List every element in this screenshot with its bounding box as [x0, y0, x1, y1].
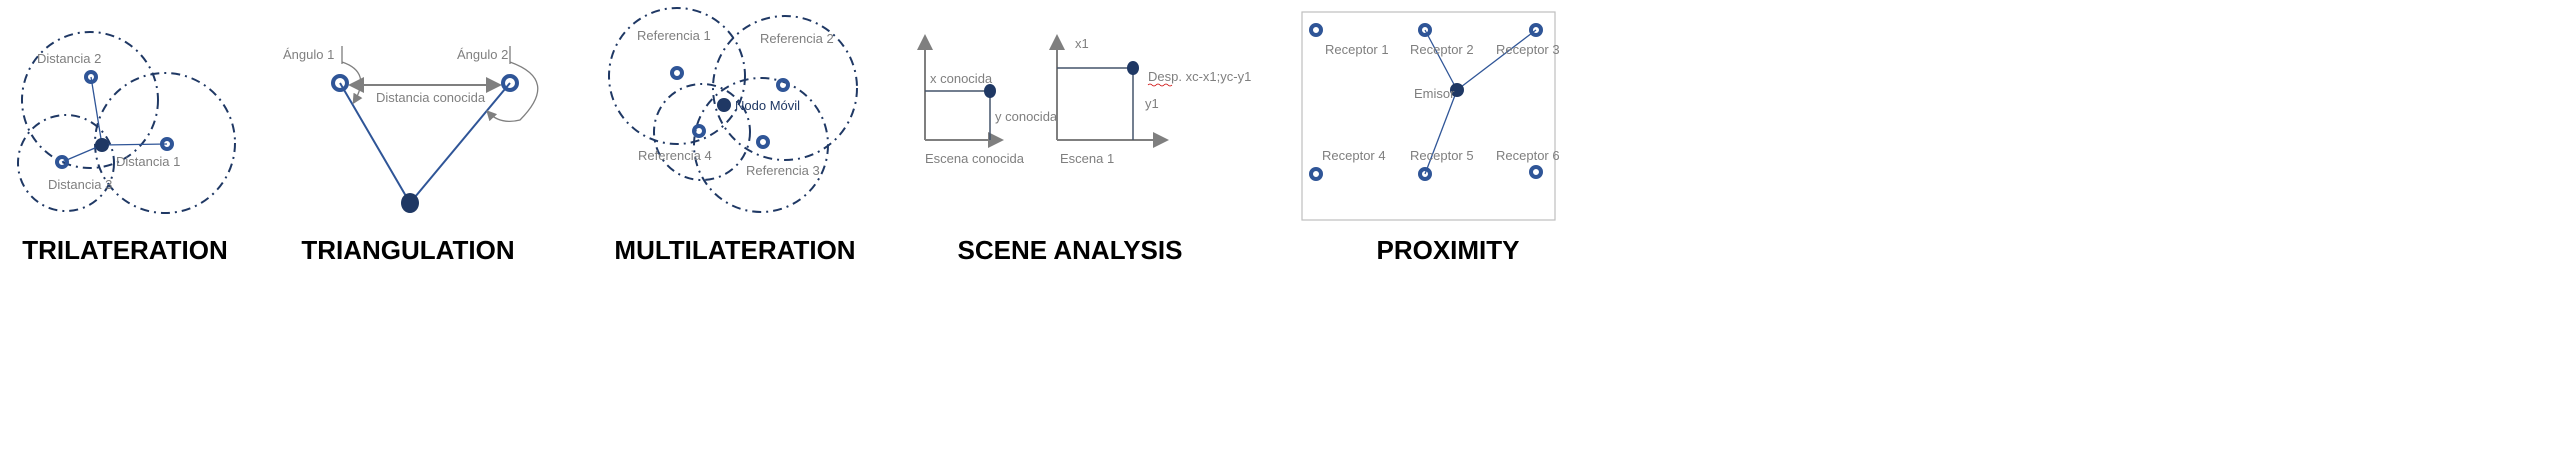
receptor-node-3: [1529, 23, 1543, 37]
trilateration-title: TRILATERATION: [22, 235, 228, 265]
reference-node-2: [501, 74, 519, 92]
angle-2-label: Ángulo 2: [457, 47, 508, 62]
range-circle-2: [21, 31, 159, 169]
scene-1-label: Escena 1: [1060, 151, 1114, 166]
emitter-node: [1450, 83, 1464, 97]
range-circle-1: [608, 7, 746, 145]
reference-node-2: [776, 78, 790, 92]
known-x-label: x conocida: [930, 71, 993, 86]
reference-1-label: Referencia 1: [637, 28, 711, 43]
reference-4-label: Referencia 4: [638, 148, 712, 163]
receptor-node-6: [1529, 165, 1543, 179]
receptor-4-label: Receptor 4: [1322, 148, 1386, 163]
range-circle-1: [94, 72, 236, 214]
receptor-node-5: [1418, 167, 1432, 181]
mobile-node: [401, 193, 419, 213]
reference-node-1: [160, 137, 174, 151]
receptor-6-label: Receptor 6: [1496, 148, 1560, 163]
range-circle-3: [693, 77, 829, 213]
reference-node-1: [670, 66, 684, 80]
receptor-node-2: [1418, 23, 1432, 37]
reference-node-2: [84, 70, 98, 84]
reference-2-label: Referencia 2: [760, 31, 834, 46]
known-scene-label: Escena conocida: [925, 151, 1025, 166]
distance-2-label: Distancia 2: [37, 51, 101, 66]
x1-label: x1: [1075, 36, 1089, 51]
proximity-title: PROXIMITY: [1376, 235, 1519, 265]
angle-2-arc: [486, 61, 539, 123]
receptor-2-label: Receptor 2: [1410, 42, 1474, 57]
reference-node-3: [55, 155, 69, 169]
receptor-3-label: Receptor 3: [1496, 42, 1560, 57]
reference-node-4: [692, 124, 706, 138]
y1-label: y1: [1145, 96, 1159, 111]
reference-node-3: [756, 135, 770, 149]
current-position-node: [1127, 61, 1139, 75]
reference-node-1: [331, 74, 349, 92]
multilateration-panel: Referencia 1 Referencia 2 Referencia 3 R…: [608, 7, 858, 265]
angle-1-label: Ángulo 1: [283, 47, 334, 62]
receptor-1-label: Receptor 1: [1325, 42, 1389, 57]
reference-3-label: Referencia 3: [746, 163, 820, 178]
mobile-node: [95, 138, 109, 152]
distance-1-label: Distancia 1: [116, 154, 180, 169]
emitter-label: Emisor: [1414, 86, 1455, 101]
mobile-node-label: Nodo Móvil: [735, 98, 800, 113]
angle-1-arc: [341, 61, 363, 105]
displacement-label: Desp. xc-x1;yc-y1: [1148, 69, 1251, 84]
known-distance-label: Distancia conocida: [376, 90, 486, 105]
multilateration-title: MULTILATERATION: [614, 235, 855, 265]
mobile-node: [717, 98, 731, 112]
receptor-node-4: [1309, 167, 1323, 181]
receptor-5-label: Receptor 5: [1410, 148, 1474, 163]
scene-analysis-panel: x conocida y conocida Escena conocida x1…: [917, 34, 1251, 265]
range-circle-2: [712, 15, 858, 161]
known-y-label: y conocida: [995, 109, 1058, 124]
distance-3-label: Distancia 3: [48, 177, 112, 192]
scene-analysis-title: SCENE ANALYSIS: [958, 235, 1183, 265]
trilateration-panel: Distancia 2 Distancia 1 Distancia 3 TRIL…: [17, 31, 236, 265]
range-circle-3: [17, 114, 115, 212]
receptor-node-1: [1309, 23, 1323, 37]
triangulation-title: TRIANGULATION: [301, 235, 514, 265]
range-circle-4: [653, 83, 751, 181]
triangulation-panel: Ángulo 1 Ángulo 2 Distancia conocida TRI…: [283, 46, 539, 265]
proximity-panel: Receptor 1 Receptor 2 Receptor 3 Recepto…: [1301, 11, 1560, 265]
proximity-frame: [1301, 11, 1556, 221]
known-position-node: [984, 84, 996, 98]
